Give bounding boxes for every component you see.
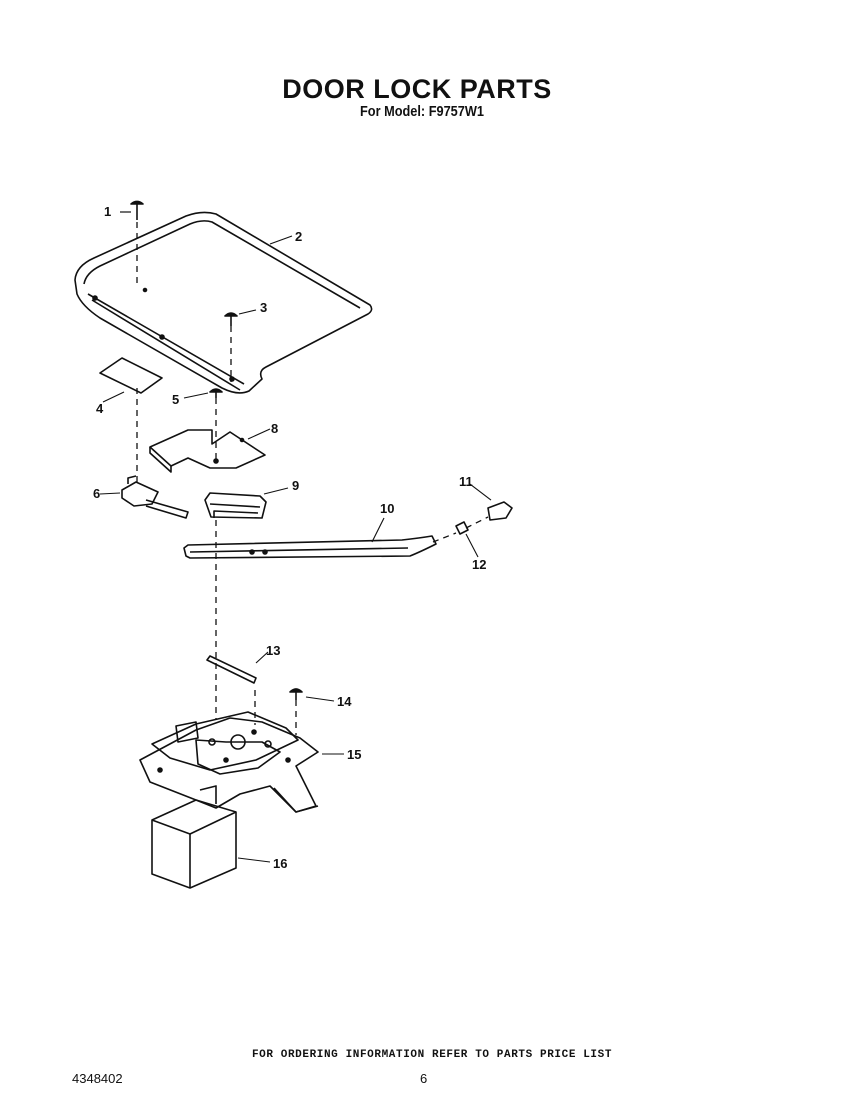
part-10-rod [183,517,437,559]
callout-14: 14 [337,694,352,709]
callout-11: 11 [459,474,473,489]
part-9-latch-block [204,487,289,519]
part-11-knob [469,483,513,521]
callout-2: 2 [295,229,302,244]
ordering-note: FOR ORDERING INFORMATION REFER TO PARTS … [251,1049,613,1061]
part-3-screw [224,309,257,326]
part-8-bracket [149,428,271,473]
page-title: DOOR LOCK PARTS [282,74,552,104]
part-15-lock-base [139,711,344,813]
page-number: 6 [420,1071,428,1086]
callout-3: 3 [260,300,267,315]
callout-12: 12 [472,557,486,572]
callout-15: 15 [347,747,361,762]
callout-1: 1 [104,204,111,219]
part-16-solenoid [151,799,271,889]
document-number: 4348402 [72,1071,123,1086]
callout-4: 4 [96,401,104,416]
model-subtitle: For Model: F9757W1 [360,103,484,120]
callout-5: 5 [172,392,179,407]
part-1-screw [120,200,144,220]
part-4-pad [99,357,163,403]
callout-8: 8 [271,421,278,436]
part-12-clip [455,521,479,558]
callout-9: 9 [292,478,299,493]
callout-6: 6 [93,486,100,501]
callout-16: 16 [273,856,287,871]
part-2-cover-panel [74,211,373,394]
part-5-screw [183,388,223,399]
part-13-pin [206,651,269,684]
callout-13: 13 [266,643,280,658]
part-14-screw [289,688,335,702]
callout-10: 10 [380,501,394,516]
part-6-switch [99,475,189,519]
